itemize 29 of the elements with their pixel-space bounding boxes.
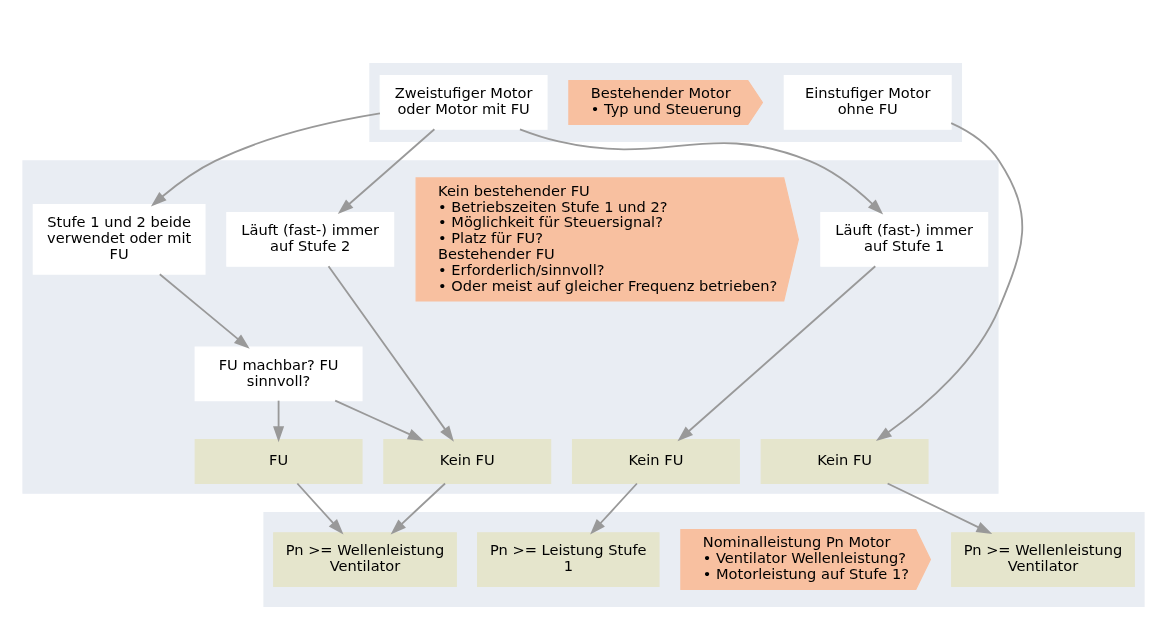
arrow (334, 399, 424, 441)
cluster (263, 512, 1145, 607)
arrow (875, 122, 1024, 442)
node-box: Einstufiger Motor ohne FU (783, 75, 952, 130)
arrow (886, 482, 993, 534)
node-box: FU (194, 439, 363, 485)
arrow (327, 265, 454, 442)
node-box: Stufe 1 und 2 beide verwendet oder mit FU (32, 204, 206, 275)
arrow (677, 265, 877, 442)
node-box: Kein FU (760, 439, 929, 485)
node-box: Zweistufiger Motor oder Motor mit FU (379, 75, 548, 130)
arrow (150, 112, 381, 207)
cluster (369, 62, 963, 143)
arrow (296, 482, 344, 535)
node-box: Pn >= Leistung Stufe 1 (477, 532, 660, 587)
cluster (22, 160, 999, 494)
node-box: FU machbar? FU sinnvoll? (194, 346, 363, 402)
node-box: Kein FU (383, 439, 552, 485)
arrow (273, 399, 285, 443)
arrow (590, 482, 638, 535)
arrow (158, 273, 250, 349)
node-box: Pn >= Wellenleistung Ventilator (273, 532, 457, 587)
arrow (337, 128, 436, 215)
arrow (519, 128, 884, 215)
node-box: Pn >= Wellenleistung Ventilator (951, 532, 1135, 587)
node-box: Läuft (fast-) immer auf Stufe 1 (820, 212, 989, 267)
node-box: Läuft (fast-) immer auf Stufe 2 (226, 212, 395, 267)
node-box: Kein FU (571, 439, 740, 485)
arrow (390, 482, 446, 535)
